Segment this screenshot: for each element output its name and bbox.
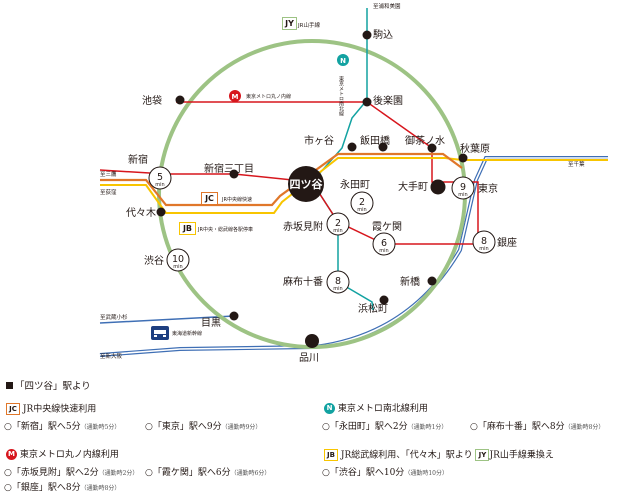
station-meguro: 目黒 <box>201 317 221 329</box>
minute-bubble-kasumigaseki: 6 min <box>372 232 396 256</box>
yotsuya-label: 四ツ谷 <box>290 177 324 191</box>
svg-text:min: min <box>333 286 342 292</box>
station-dots <box>156 30 468 348</box>
svg-text:M: M <box>232 93 239 101</box>
badge-jb: JB <box>179 222 196 235</box>
svg-text:8: 8 <box>335 276 341 287</box>
legend-n-heading: N 東京メトロ南北線利用 <box>324 403 428 415</box>
svg-text:2: 2 <box>335 218 341 229</box>
legend-m-heading: M 東京メトロ丸ノ内線利用 <box>6 449 119 461</box>
direction-mitaka: 至三鷹 <box>100 170 117 178</box>
chuo-line <box>100 152 463 207</box>
legend-m-item3: ○「銀座」駅へ8分（通勤時8分） <box>4 483 121 493</box>
svg-text:min: min <box>357 207 366 213</box>
label-n-name: 東京メトロ南北線 <box>338 75 344 116</box>
svg-text:10: 10 <box>172 254 184 265</box>
svg-text:min: min <box>379 248 388 254</box>
station-akasaka-mitsuke: 赤坂見附 <box>283 220 323 233</box>
station-shinjuku: 新宿 <box>128 153 148 166</box>
legend-jb-item1: ○「渋谷」駅へ10分（通勤時10分） <box>322 468 448 478</box>
station-tokyo: 東京 <box>478 182 498 195</box>
minute-bubble-shinjuku: 5 min <box>148 166 172 190</box>
direction-urawa-misono: 至浦和美園 <box>373 2 401 10</box>
svg-text:6: 6 <box>381 238 387 249</box>
minute-bubble-shibuya: 10 min <box>166 248 190 272</box>
svg-text:N: N <box>340 57 346 65</box>
station-ginza: 銀座 <box>497 236 517 249</box>
label-jc-name: JR中央線快速 <box>221 196 252 203</box>
shinkansen-icon <box>151 326 169 340</box>
jy-icon: JY <box>475 449 490 461</box>
label-jb-name: JR中央・総武線各駅停車 <box>197 226 253 233</box>
minute-bubble-ginza: 8 min <box>472 230 496 254</box>
svg-text:min: min <box>458 192 467 198</box>
station-akihabara: 秋葉原 <box>460 142 490 155</box>
station-ikebukuro: 池袋 <box>142 94 162 107</box>
badge-jy: JY <box>282 17 297 30</box>
label-m-name: 東京メトロ丸ノ内線 <box>246 93 291 100</box>
station-hamamatsucho: 浜松町 <box>358 302 388 315</box>
svg-text:min: min <box>155 182 164 188</box>
station-shinagawa: 品川 <box>299 352 319 364</box>
label-shinkansen: 東海道新幹線 <box>172 330 202 337</box>
station-ochanomizu: 御茶ノ水 <box>405 134 445 147</box>
badge-jc: JC <box>201 192 218 205</box>
legend-title: 「四ツ谷」駅より <box>6 378 91 392</box>
legend-n-item2: ○「麻布十番」駅へ8分（通勤時8分） <box>470 422 605 432</box>
station-korakuen: 後楽園 <box>373 94 403 107</box>
legend-m-item2: ○「霞ケ関」駅へ6分（通勤時6分） <box>145 468 271 478</box>
direction-chiba: 至千葉 <box>568 160 585 168</box>
meguro-branch-line <box>99 315 235 324</box>
jc-icon: JC <box>6 403 20 415</box>
namboku-icon: N <box>337 54 349 66</box>
direction-musashi-kosugi: 至武蔵小杉 <box>100 313 128 321</box>
station-shibuya: 渋谷 <box>144 254 164 267</box>
legend-jc-item1: ○「新宿」駅へ5分（通勤時5分） <box>4 422 121 432</box>
svg-text:min: min <box>479 246 488 252</box>
station-komagome: 駒込 <box>373 29 393 41</box>
svg-text:5: 5 <box>157 172 163 183</box>
square-bullet-icon <box>6 382 13 389</box>
minute-bubble-tokyo: 9 min <box>451 176 475 200</box>
route-map: 四ツ谷 5 min 9 min 2 min 2 min 6 min 8 min … <box>99 2 608 364</box>
minute-bubble-azabu: 8 min <box>326 270 350 294</box>
station-nagatacho: 永田町 <box>340 178 370 191</box>
legend-m-item1: ○「赤坂見附」駅へ2分（通勤時2分） <box>4 468 139 478</box>
svg-text:2: 2 <box>359 197 365 208</box>
station-iidabashi: 飯田橋 <box>360 134 390 147</box>
direction-ogikubo: 至荻窪 <box>100 188 117 196</box>
svg-text:min: min <box>333 228 342 234</box>
minute-bubble-nagatacho: 2 min <box>350 191 374 215</box>
legend-jc-heading: JC JR中央線快速利用 <box>6 403 96 416</box>
yotsuya-hub <box>288 166 324 202</box>
station-yoyogi: 代々木 <box>126 207 156 219</box>
jb-icon: JB <box>324 449 338 461</box>
minute-bubble-akasaka: 2 min <box>326 212 350 236</box>
svg-text:8: 8 <box>481 236 487 247</box>
station-shinjuku-sanchome: 新宿三丁目 <box>204 162 254 175</box>
n-icon: N <box>324 403 335 414</box>
legend-jc-item2: ○「東京」駅へ9分（通勤時9分） <box>145 422 262 432</box>
station-azabu-juban: 麻布十番 <box>283 275 323 288</box>
label-jy-name: JR山手線 <box>297 21 320 29</box>
legend-n-item1: ○「永田町」駅へ2分（通勤時1分） <box>322 422 448 432</box>
marunouchi-icon: M <box>229 90 241 102</box>
m-icon: M <box>6 449 17 460</box>
station-kasumigaseki: 霞ケ関 <box>372 221 402 233</box>
direction-shin-osaka: 至新大阪 <box>100 352 123 360</box>
station-ichigaya: 市ヶ谷 <box>304 134 334 147</box>
station-otemachi: 大手町 <box>398 180 428 193</box>
svg-text:9: 9 <box>460 182 466 193</box>
svg-text:min: min <box>173 264 182 270</box>
station-shimbashi: 新橋 <box>400 275 420 288</box>
